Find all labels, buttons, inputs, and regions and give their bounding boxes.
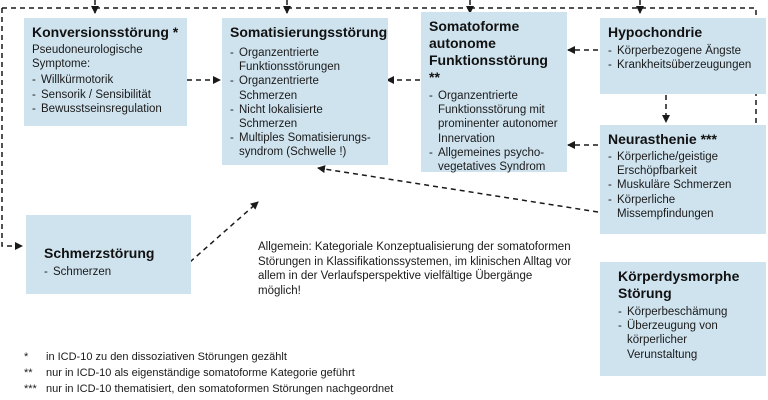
box-autonome-funktionsstoerung: Somatoforme autonome Funktionsstörung **…	[421, 12, 567, 174]
footnote-text: nur in ICD-10 thematisiert, den somatofo…	[46, 383, 394, 395]
box-hypochondrie: Hypochondrie Körperbezogene Ängste Krank…	[600, 18, 766, 94]
box-neurasthenie: Neurasthenie *** Körperliche/geistige Er…	[600, 125, 766, 234]
box-title: Somatisierungsstörung	[230, 24, 388, 40]
list-item: Körperbeschämung	[618, 305, 758, 319]
list-item: Organzentrierte Schmerzen	[230, 74, 380, 102]
list-item: Muskuläre Schmerzen	[608, 178, 758, 192]
list-item: Organzentrierte Funktionsstörung mit pro…	[429, 89, 559, 146]
box-koerperdysmorphe-stoerung: Körperdysmorphe Störung Körperbeschämung…	[600, 262, 766, 376]
footnote-symbol: **	[24, 367, 33, 379]
footnote-symbol: *	[24, 351, 29, 363]
footnote-text: in ICD-10 zu den dissoziativen Störungen…	[46, 351, 287, 363]
list-item: Organzentrierte Funktionsstörungen	[230, 46, 380, 74]
box-konversionsstoerung: Konversionsstörung * Pseudoneurologische…	[24, 18, 187, 126]
footnote-symbol: ***	[24, 383, 37, 395]
list-item: Bewusstseinsregulation	[32, 102, 179, 116]
box-title: Somatoforme autonome Funktionsstörung **	[429, 18, 548, 85]
list-item: Allgemeines psycho-vegetatives Syndrom	[429, 146, 559, 174]
arrow-schmerz-somatisierung	[189, 201, 259, 263]
general-note: Allgemein: Kategoriale Konzeptualisierun…	[258, 241, 572, 297]
box-title: Schmerzstörung	[44, 245, 155, 261]
left-bus-line	[1, 8, 23, 250]
box-title: Konversionsstörung *	[32, 24, 179, 40]
box-intro: Pseudoneurologische Symptome:	[32, 44, 143, 71]
box-somatisierungsstoerung: Somatisierungsstörung Organzentrierte Fu…	[222, 18, 388, 165]
footnote: *** nur in ICD-10 thematisiert, den somat…	[24, 382, 393, 396]
box-title: Körperdysmorphe Störung	[618, 268, 740, 301]
list-item: Willkürmotorik	[32, 73, 179, 87]
list-item: Krankheitsüberzeugungen	[608, 58, 758, 72]
list-item: Schmerzen	[44, 265, 183, 279]
footnote: ** nur in ICD-10 als eigenständige somato…	[24, 366, 355, 380]
box-title: Neurasthenie ***	[608, 131, 717, 147]
list-item: Körperbezogene Ängste	[608, 44, 758, 58]
list-item: Körperliche/geistige Erschöpfbarkeit	[608, 150, 758, 178]
arrow-neurasthenie-somatisierung	[317, 165, 599, 213]
box-schmerzstoerung: Schmerzstörung Schmerzen	[26, 215, 191, 294]
footnote: * in ICD-10 zu den dissoziativen Störunge…	[24, 350, 287, 364]
list-item: Nicht lokalisierte Schmerzen	[230, 103, 380, 131]
box-title: Hypochondrie	[608, 24, 703, 40]
list-item: Körperliche Missempfindungen	[608, 193, 758, 221]
top-bus-line	[2, 7, 757, 234]
list-item: Sensorik / Sensibilität	[32, 88, 179, 102]
footnote-text: nur in ICD-10 als eigenständige somatofo…	[46, 367, 355, 379]
list-item: Überzeugung von körperlicher Verunstaltu…	[618, 319, 758, 362]
list-item: Multiples Somatisierungs-syndrom (Schwel…	[230, 131, 380, 159]
